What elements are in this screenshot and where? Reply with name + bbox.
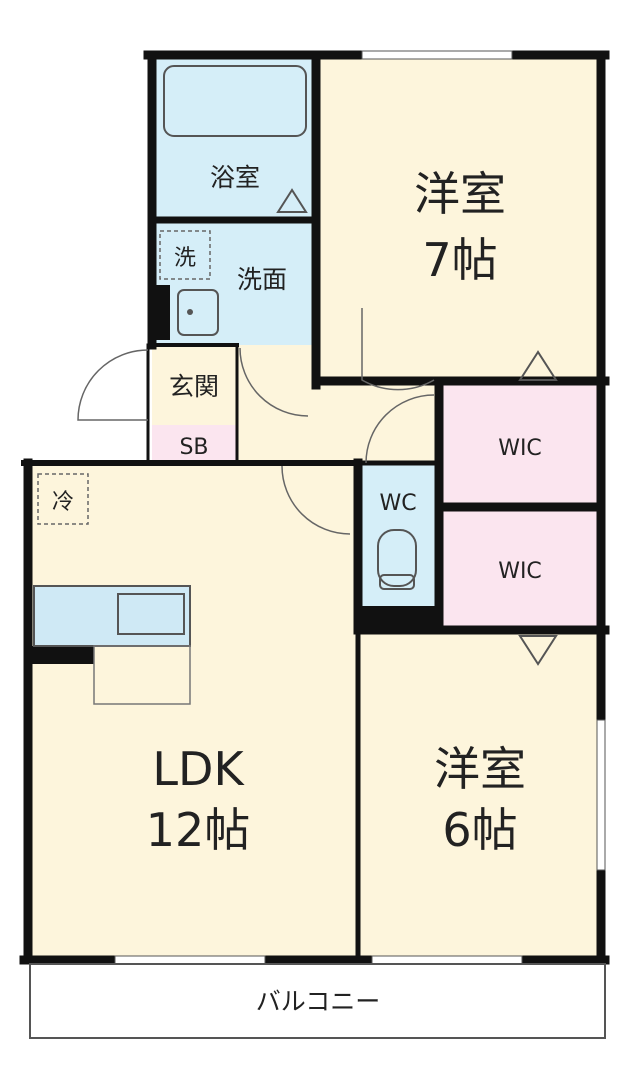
entrance-floor [152,345,237,425]
wic-upper-vent-triangle [518,350,558,381]
entrance-label: 玄関 [169,372,219,401]
washer-space [159,230,211,280]
shoebox-label: SB [179,435,208,460]
kitchen-wall-block [28,646,94,664]
bath-vent-triangle [276,188,308,213]
wic-lower-vent-triangle [518,635,558,666]
fridge-space [37,473,89,525]
ldk-floor [28,463,358,960]
western-room-6-size: 6帖 [442,803,517,857]
doors [77,308,435,535]
wic-lower-label: WIC [498,559,542,584]
toilet-label: WC [379,491,416,516]
wic-lower-floor [439,507,601,630]
western-room-7-name: 洋室 [414,167,506,221]
kitchen-cabinet [93,645,191,705]
toilet-tank [377,529,417,587]
washroom-floor [152,220,316,345]
balcony [29,963,606,1039]
washer-label: 洗 [174,246,196,271]
western-room-6-floor [358,630,601,960]
fridge-label: 冷 [52,490,74,515]
toilet-wall-block [358,606,439,630]
toilet-seat [379,574,415,590]
balcony-label: バルコニー [256,987,381,1016]
washroom-label: 洗面 [237,265,287,294]
western-room-7-floor [316,55,601,381]
shoebox-floor [152,425,237,463]
wash-basin [177,289,219,336]
washroom-wall-block [148,285,170,340]
bathtub [163,65,307,137]
western-room-7-size: 7帖 [422,233,497,287]
western-room-6-name: 洋室 [434,742,526,796]
hallway-floor [237,345,439,463]
kitchen-counter [33,585,191,647]
ldk-size: 12帖 [146,803,251,857]
kitchen-sink [117,593,185,635]
bathroom-label: 浴室 [210,163,260,192]
ldk-name: LDK [152,742,245,796]
wic-upper-floor [439,385,601,507]
wic-upper-label: WIC [498,436,542,461]
